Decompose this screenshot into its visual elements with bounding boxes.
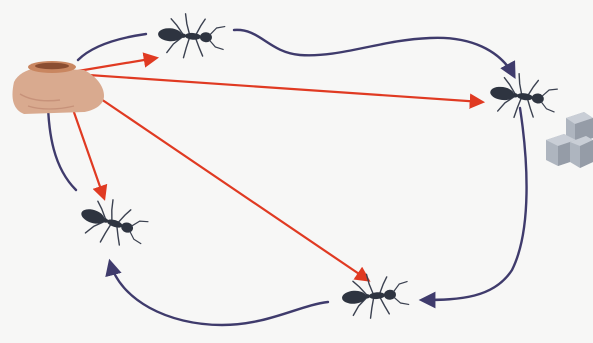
ant-top-icon (157, 12, 226, 60)
ant-right-icon (487, 70, 558, 123)
direct-path-to-top-ant (72, 58, 156, 72)
direct-path-to-right-ant (74, 74, 482, 102)
direct-path-to-bottom-ant (70, 78, 368, 280)
loop-segment-top-to-right (234, 30, 514, 76)
loop-segment-right-to-bottom (422, 108, 527, 300)
ant-bottom-icon (341, 272, 410, 320)
direct-paths (62, 58, 482, 280)
ant-left-icon (75, 192, 151, 254)
sugar-cubes-icon (546, 112, 593, 168)
loop-segment-bottom-to-left (110, 262, 328, 325)
loop-segment-nest-to-top (78, 34, 146, 60)
loop-path (48, 30, 527, 325)
